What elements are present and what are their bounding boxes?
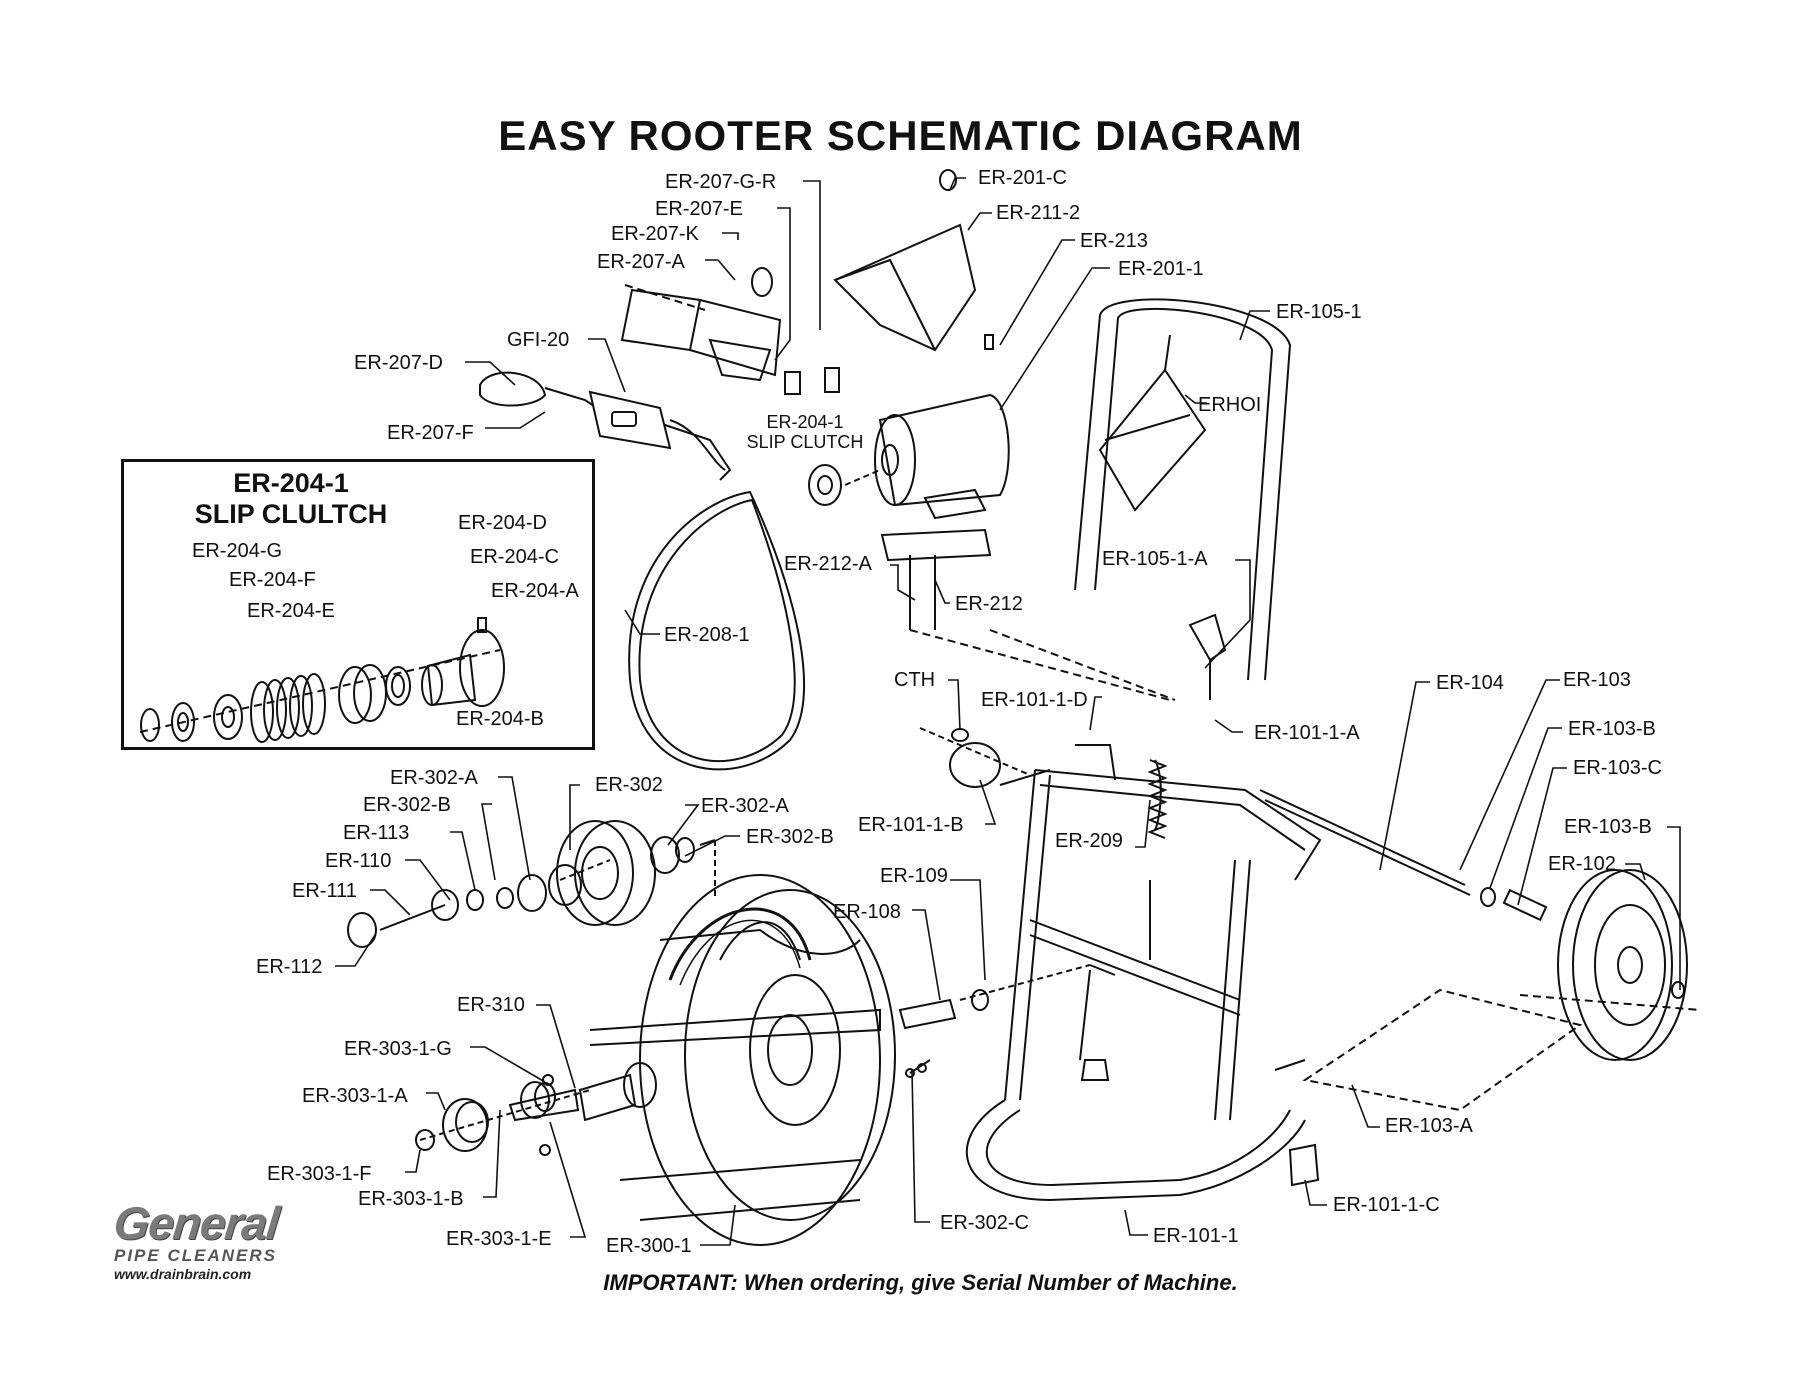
part-label: ER-108 — [833, 901, 901, 923]
part-label: ER-302-C — [940, 1212, 1029, 1234]
part-label: ER-204-F — [229, 569, 316, 591]
part-label: ER-204-E — [247, 600, 335, 622]
part-label: ER-104 — [1436, 672, 1504, 694]
part-label: ERHOI — [1198, 394, 1262, 416]
ordering-note: IMPORTANT: When ordering, give Serial Nu… — [603, 1270, 1238, 1295]
part-label: ER-207-K — [611, 223, 699, 245]
clutch-spring — [250, 673, 326, 743]
part-label: ER-302-B — [363, 794, 451, 816]
part-label: ER-101-1-C — [1333, 1194, 1440, 1216]
drum-shaft — [898, 964, 1116, 1030]
part-label: ER-112 — [256, 956, 323, 978]
drum-screws — [905, 1059, 931, 1078]
slip-clutch-inset — [121, 459, 595, 750]
drive-plate — [347, 820, 716, 948]
diagram-title: EASY ROOTER SCHEMATIC DIAGRAM — [498, 112, 1303, 159]
part-label: ER-103 — [1563, 669, 1631, 691]
part-label: ER-113 — [343, 822, 410, 844]
part-label: ER-204-C — [470, 546, 559, 568]
part-label: ER-201-C — [978, 167, 1067, 189]
part-label: ER-207-E — [655, 198, 743, 220]
coupler-assembly — [415, 1062, 657, 1156]
part-label: ER-201-1 — [1118, 258, 1204, 280]
part-label: ER-103-B — [1564, 816, 1652, 838]
handle-frame — [1074, 298, 1292, 700]
part-label: ER-204-1 — [766, 412, 844, 432]
part-label: ER-303-1-E — [446, 1228, 552, 1250]
part-label: ER-213 — [1080, 230, 1148, 252]
part-label: ER-302 — [595, 774, 663, 796]
part-label: ER-207-G-R — [665, 171, 777, 193]
part-label: ER-207-D — [354, 352, 443, 374]
part-label: ER-209 — [1055, 830, 1123, 852]
part-label: ER-110 — [325, 850, 392, 872]
axle-and-wheel — [1259, 789, 1701, 1112]
part-label: ER-103-A — [1385, 1115, 1473, 1137]
inset-title-name: SLIP CLULTCH — [194, 499, 388, 529]
cable-holder-cth — [919, 727, 1051, 788]
part-label: ER-102 — [1548, 853, 1616, 875]
cart-frame — [965, 759, 1322, 1202]
part-label: ER-204-D — [458, 512, 547, 534]
part-label: ER-111 — [292, 880, 357, 902]
part-label: ER-303-1-G — [344, 1038, 452, 1060]
part-label: ER-211-2 — [996, 202, 1081, 224]
part-label: ER-207-F — [387, 422, 474, 444]
part-label: ER-300-1 — [606, 1235, 692, 1257]
part-label: GFI-20 — [507, 329, 570, 351]
part-label: ER-101-1-B — [858, 814, 964, 836]
part-label: ER-204-A — [491, 580, 579, 602]
part-label: ER-303-1-A — [302, 1085, 408, 1107]
part-label: ER-105-1-A — [1102, 548, 1208, 570]
part-label: ER-204-B — [456, 708, 544, 730]
logo-url: www.drainbrain.com — [114, 1266, 252, 1282]
logo-subtitle: PIPE CLEANERS — [114, 1246, 277, 1265]
cable-drum — [589, 874, 896, 1246]
part-label: ER-302-A — [701, 795, 789, 817]
part-label: ER-101-1-D — [981, 689, 1088, 711]
part-label: ER-103-C — [1573, 757, 1662, 779]
drive-belt — [628, 490, 806, 771]
part-label: ER-303-1-F — [267, 1163, 372, 1185]
part-label: ER-109 — [880, 865, 948, 887]
part-label: ER-105-1 — [1276, 301, 1362, 323]
part-label: SLIP CLUTCH — [746, 432, 864, 452]
part-label: ER-212 — [955, 593, 1023, 615]
part-label: ER-101-1 — [1153, 1225, 1239, 1247]
spring-er209 — [1075, 744, 1168, 839]
part-label: ER-207-A — [597, 251, 685, 273]
switch-box-and-cord — [479, 267, 840, 481]
part-label: ER-103-B — [1568, 718, 1656, 740]
part-label: ER-303-1-B — [358, 1188, 464, 1210]
part-label: ER-101-1-A — [1254, 722, 1360, 744]
part-label: ER-302-A — [390, 767, 478, 789]
slip-clutch-exploded-view — [139, 617, 505, 743]
general-pipe-cleaners-logo: General PIPE CLEANERS www.drainbrain.com — [111, 1197, 304, 1282]
part-label: ER-212-A — [784, 553, 872, 575]
motor-and-cone — [808, 169, 1176, 701]
logo-wordmark: General — [111, 1197, 282, 1249]
part-label: ER-302-B — [746, 826, 834, 848]
part-label: ER-208-1 — [664, 624, 750, 646]
part-label: CTH — [894, 669, 936, 691]
part-label: ER-310 — [457, 994, 525, 1016]
inset-title-part-number: ER-204-1 — [233, 468, 349, 498]
part-label: ER-204-G — [192, 540, 283, 562]
